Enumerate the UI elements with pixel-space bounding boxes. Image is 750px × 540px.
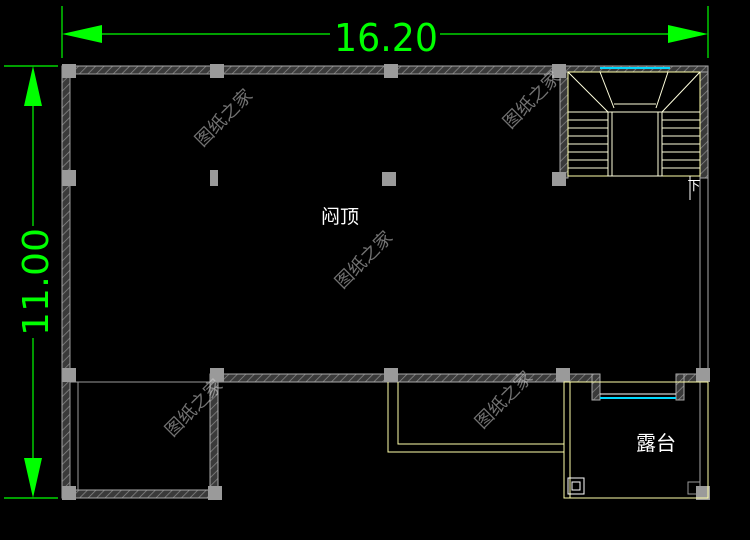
width-label: 16.20 bbox=[334, 16, 438, 60]
terrace: 露台 bbox=[563, 381, 709, 499]
watermark: 图纸之家 bbox=[191, 85, 257, 151]
exterior-walls bbox=[61, 65, 709, 499]
column bbox=[552, 64, 566, 78]
column bbox=[62, 486, 76, 500]
column bbox=[210, 170, 218, 186]
down-label: 下 bbox=[687, 179, 700, 194]
column bbox=[62, 64, 76, 78]
column bbox=[382, 172, 396, 186]
column bbox=[696, 368, 710, 382]
column bbox=[210, 64, 224, 78]
attic-label: 闷顶 bbox=[321, 206, 359, 228]
watermark: 图纸之家 bbox=[331, 227, 397, 293]
column bbox=[384, 64, 398, 78]
column bbox=[556, 368, 570, 382]
terrace-label: 露台 bbox=[636, 431, 676, 455]
arrow-up-icon bbox=[24, 66, 42, 106]
columns bbox=[62, 64, 710, 500]
column bbox=[62, 368, 76, 382]
width-dimension: 16.20 bbox=[61, 6, 709, 60]
height-dimension: 11.00 bbox=[4, 65, 58, 499]
watermark: 图纸之家 bbox=[499, 67, 565, 133]
column bbox=[384, 368, 398, 382]
balcony-outline bbox=[387, 382, 564, 453]
stair-down-marker: 下 bbox=[687, 176, 701, 200]
staircase bbox=[567, 67, 701, 177]
height-label: 11.00 bbox=[16, 228, 57, 336]
column bbox=[210, 368, 224, 382]
column bbox=[552, 172, 566, 186]
column bbox=[62, 170, 76, 186]
column bbox=[208, 486, 222, 500]
arrow-left-icon bbox=[62, 25, 102, 43]
arrow-right-icon bbox=[668, 25, 708, 43]
watermarks: 图纸之家 图纸之家 图纸之家 图纸之家 图纸之家 bbox=[161, 67, 565, 441]
arrow-down-icon bbox=[24, 458, 42, 498]
drain-icon bbox=[567, 477, 585, 495]
